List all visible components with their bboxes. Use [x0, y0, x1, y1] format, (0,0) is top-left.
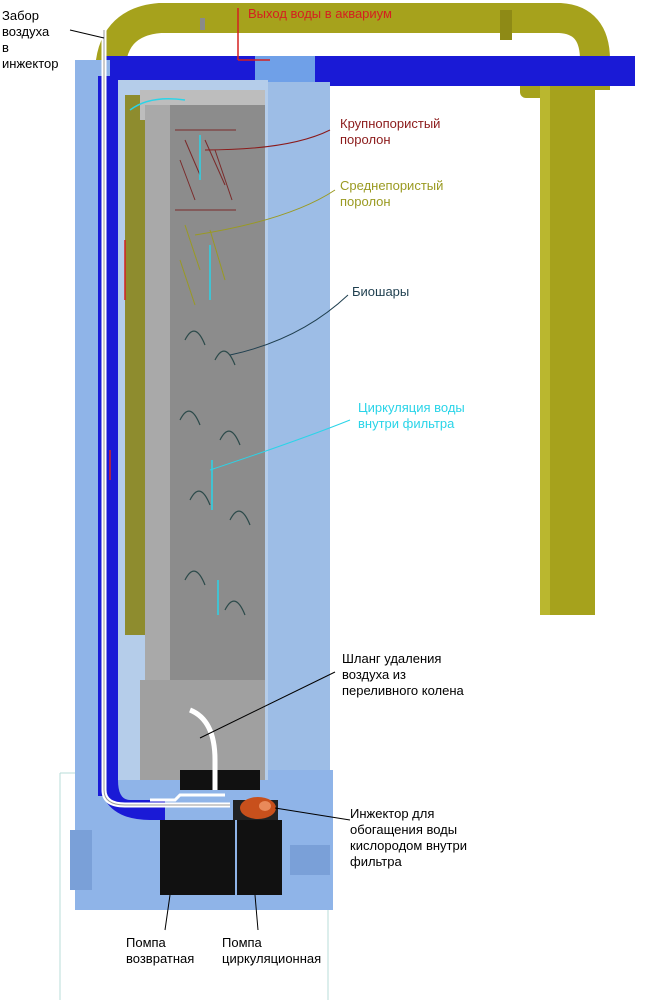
- circulation-pump-label: Помпа циркуляционная: [222, 935, 322, 966]
- air-intake-hose: [101, 30, 230, 808]
- coarse-foam-texture: [175, 129, 236, 211]
- water-outlet-label: Выход воды в аквариум: [248, 6, 392, 21]
- bioballs-texture: [179, 330, 251, 616]
- coarse-foam-label: Крупнопористый поролон: [340, 116, 441, 147]
- leader-lines: [69, 29, 351, 931]
- return-pump-label: Помпа возвратная: [126, 935, 195, 966]
- bioballs-label: Биошары: [352, 284, 410, 299]
- media-column: [140, 90, 265, 790]
- air-intake-label: Забор воздуха в инжектор: [2, 8, 59, 71]
- outlet-pipe-yellow: [95, 2, 610, 615]
- circulation-label: Циркуляция воды внутри фильтра: [358, 400, 465, 431]
- injector-label: Инжектор для обогащения воды кислородом …: [350, 806, 467, 869]
- medium-foam-label: Среднепористый поролон: [340, 178, 444, 209]
- flow-arrows-cyan: [129, 98, 219, 615]
- air-hose-label: Шланг удаления воздуха из переливного ко…: [342, 651, 464, 698]
- medium-foam-texture: [179, 224, 226, 306]
- flow-arrows-red: [109, 8, 270, 480]
- injector-icon: [240, 797, 276, 819]
